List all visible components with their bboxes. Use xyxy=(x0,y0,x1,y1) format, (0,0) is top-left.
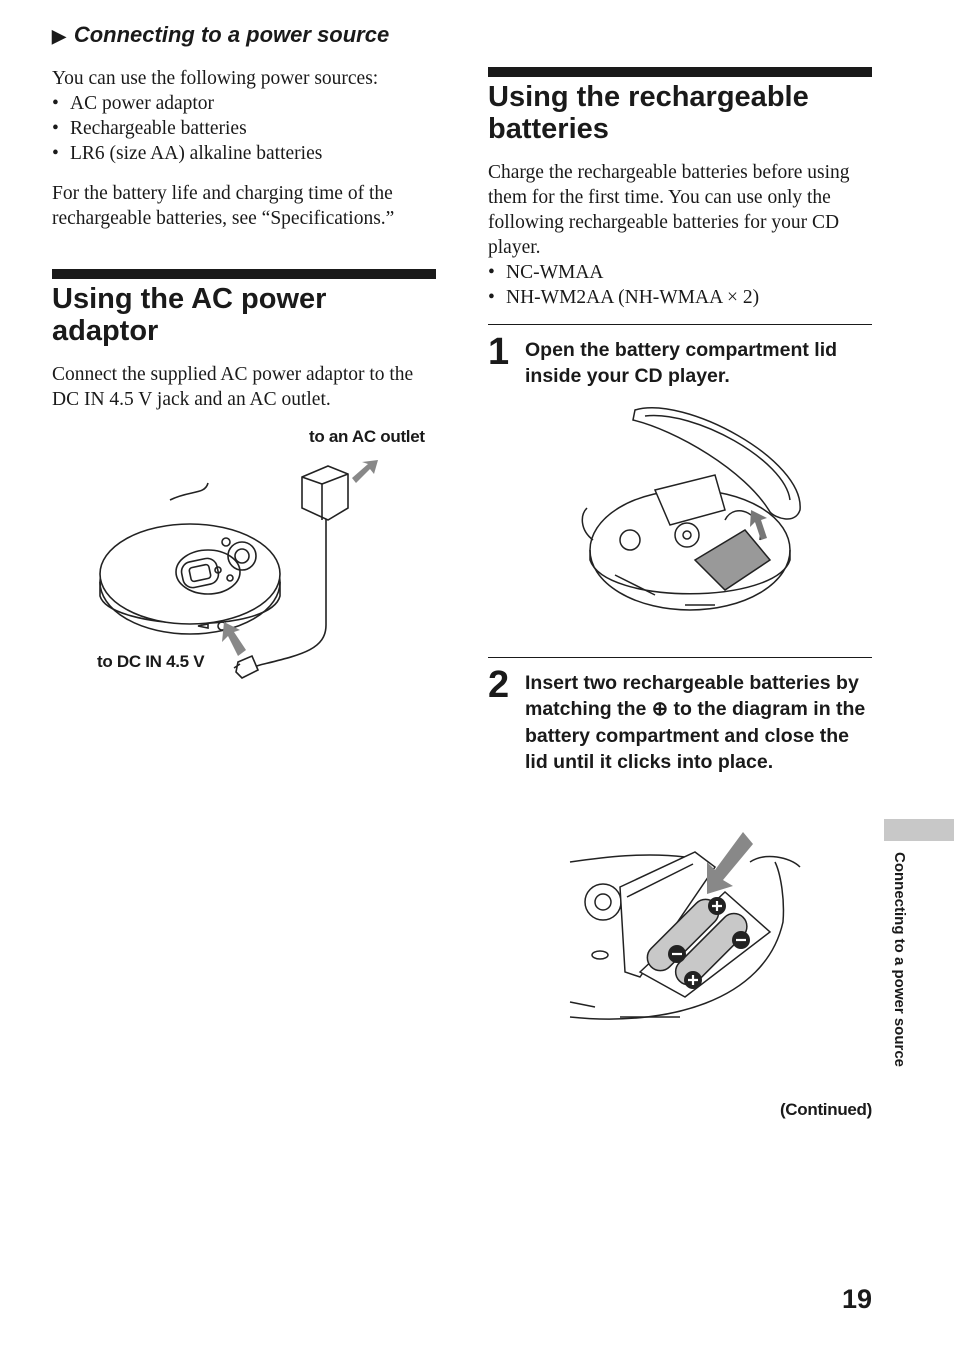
label-dc-in: to DC IN 4.5 V xyxy=(97,652,205,671)
side-tab-marker xyxy=(884,819,954,841)
step-1-text: Open the battery compartment lid inside … xyxy=(525,339,838,388)
list-item: AC power adaptor xyxy=(52,91,436,116)
rechargeable-body: Charge the rechargeable batteries before… xyxy=(488,160,872,310)
triangle-marker-icon: ▶ xyxy=(52,26,66,46)
rechargeable-text: Charge the rechargeable batteries before… xyxy=(488,162,850,258)
intro-note: For the battery life and charging time o… xyxy=(52,183,395,229)
step-1-number: 1 xyxy=(488,331,510,373)
step-divider xyxy=(488,324,872,325)
side-tab: Connecting to a power source xyxy=(888,852,910,1092)
page-number: 19 xyxy=(841,1284,872,1314)
step-2-number: 2 xyxy=(488,664,510,706)
intro-block: You can use the following power sources:… xyxy=(52,66,436,231)
intro-lead: You can use the following power sources: xyxy=(52,68,379,89)
list-item: NH-WM2AA (NH-WMAA × 2) xyxy=(488,285,872,310)
section-header: ▶ Connecting to a power source xyxy=(52,22,389,48)
ac-adaptor-text: Connect the supplied AC power adaptor to… xyxy=(52,364,414,410)
list-item: NC-WMAA xyxy=(488,260,872,285)
rechargeable-heading: Using the rechargeable batteries xyxy=(488,81,809,145)
ac-adaptor-illustration xyxy=(99,460,378,679)
side-tab-label: Connecting to a power source xyxy=(891,852,908,1068)
heading-rule xyxy=(488,67,872,77)
continued-label: (Continued) xyxy=(779,1100,872,1119)
power-source-list: AC power adaptor Rechargeable batteries … xyxy=(52,91,436,166)
battery-model-list: NC-WMAA NH-WM2AA (NH-WMAA × 2) xyxy=(488,260,872,310)
step-divider xyxy=(488,657,872,658)
ac-adaptor-body: Connect the supplied AC power adaptor to… xyxy=(52,362,436,412)
label-ac-outlet: to an AC outlet xyxy=(309,427,425,446)
list-item: Rechargeable batteries xyxy=(52,116,436,141)
insert-batteries-illustration xyxy=(569,832,801,1020)
section-header-title: Connecting to a power source xyxy=(73,22,390,47)
open-lid-illustration xyxy=(581,407,801,611)
heading-rule xyxy=(52,269,436,279)
list-item: LR6 (size AA) alkaline batteries xyxy=(52,141,436,166)
step-2-text: Insert two rechargeable batteries by mat… xyxy=(525,672,866,773)
ac-adaptor-heading: Using the AC power adaptor xyxy=(52,283,327,347)
